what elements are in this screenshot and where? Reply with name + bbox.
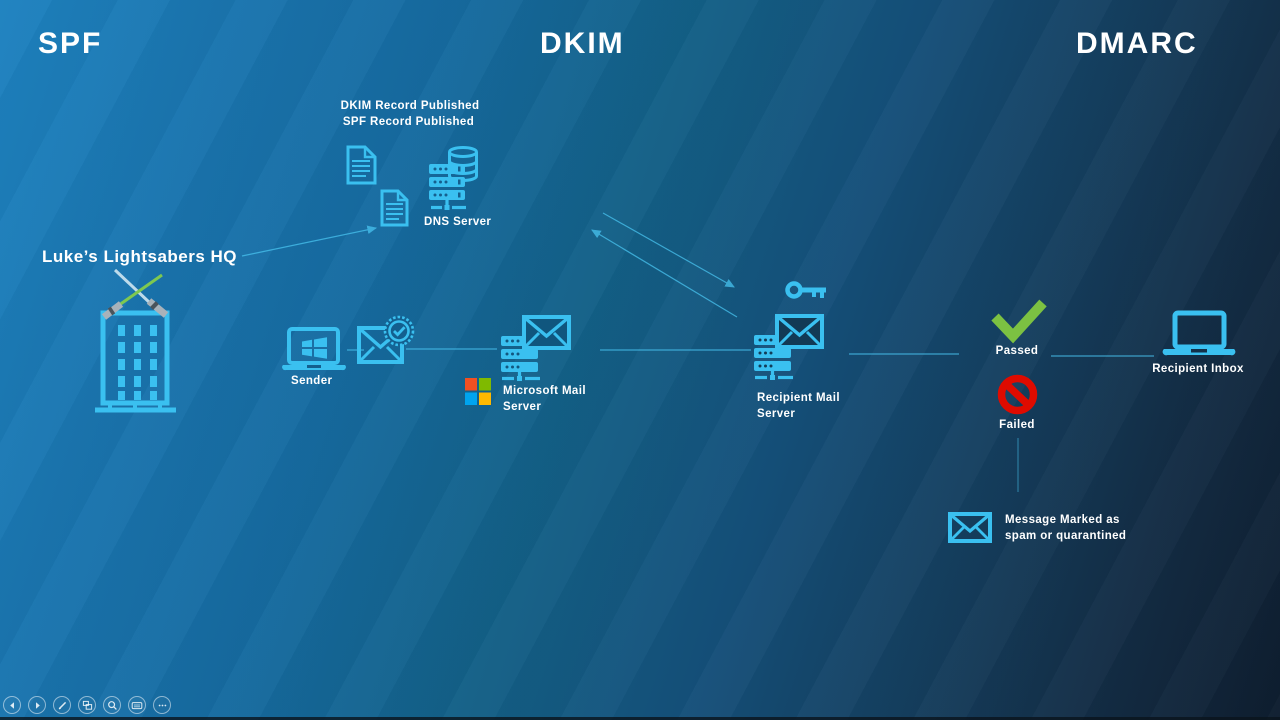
laptop-icon — [1162, 310, 1236, 356]
pen-icon — [58, 701, 66, 709]
crossed-lightsabers-icon — [101, 268, 169, 320]
pen-button[interactable] — [53, 696, 71, 714]
header-spf: SPF — [38, 27, 103, 60]
dns-server-icon — [429, 146, 478, 210]
envelope-icon — [522, 315, 571, 350]
slideshow-toolbar — [3, 696, 171, 714]
magnifier-icon — [107, 700, 117, 710]
dkim-record-label: DKIM Record Published — [340, 100, 480, 112]
mail-server-icon — [754, 314, 824, 380]
arrow-hq-to-record — [241, 225, 378, 257]
laptop-icon — [282, 327, 346, 371]
envelope-icon — [948, 512, 992, 543]
ellipsis-icon — [158, 704, 166, 706]
sender-label: Sender — [291, 375, 333, 387]
checkmark-icon — [991, 299, 1047, 344]
microsoft-logo-icon — [465, 378, 491, 405]
arrow-to-dkim-record — [591, 229, 738, 318]
spf-record-label: SPF Record Published — [342, 116, 475, 128]
arrow-to-recipient-server — [602, 212, 735, 288]
document-icon — [346, 145, 377, 185]
connector-lines — [241, 212, 1154, 492]
captions-icon — [131, 701, 143, 709]
windows-logo-icon — [302, 337, 327, 359]
mail-server-icon — [501, 315, 571, 381]
previous-icon — [9, 701, 14, 709]
failed-label: Failed — [999, 419, 1035, 431]
header-dmarc: DMARC — [1076, 27, 1198, 60]
envelope-icon — [775, 314, 824, 349]
zoom-button[interactable] — [103, 696, 121, 714]
ms-server-label: Microsoft Mail Server — [503, 385, 586, 413]
spam-label: Message Marked as spam or quarantined — [1005, 514, 1127, 542]
building-icon — [95, 310, 176, 413]
key-icon — [785, 281, 826, 299]
next-icon — [35, 701, 40, 709]
captions-button[interactable] — [128, 696, 146, 714]
see-all-slides-icon — [82, 700, 92, 710]
passed-label: Passed — [995, 345, 1039, 357]
no-entry-icon — [997, 374, 1038, 415]
document-icon — [380, 189, 409, 227]
certified-envelope-icon — [357, 315, 415, 364]
previous-slide-button[interactable] — [3, 696, 21, 714]
hq-label: Luke’s Lightsabers HQ — [42, 247, 238, 266]
see-all-slides-button[interactable] — [78, 696, 96, 714]
next-slide-button[interactable] — [28, 696, 46, 714]
recipient-server-label: Recipient Mail Server — [757, 392, 840, 420]
more-options-button[interactable] — [153, 696, 171, 714]
recipient-inbox-label: Recipient Inbox — [1152, 363, 1244, 375]
header-dkim: DKIM — [540, 27, 625, 60]
dns-server-label: DNS Server — [424, 216, 492, 228]
